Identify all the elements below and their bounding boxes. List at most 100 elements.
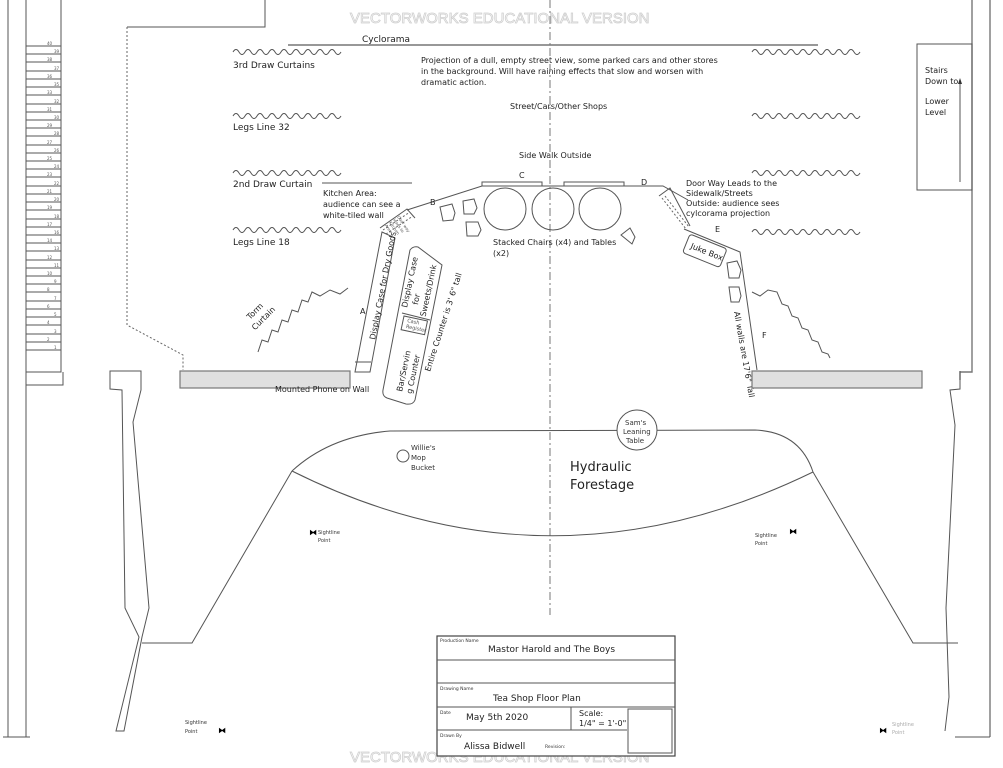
sightline-label: Sightline [318,530,340,536]
dry-goods-label: Display Case for Dry Goods [368,231,398,340]
house-wall-left [109,370,150,732]
arrow-up-icon [958,78,962,84]
third-draw-curtains-label: 3rd Draw Curtains [233,61,315,71]
sidewalk-label: Side Walk Outside [519,151,592,160]
production-name-label: Production Name [440,638,479,644]
juke-box: Juke Box [682,234,742,303]
ruler-number: 1 [54,345,57,350]
projection-note-line: in the background. Will have raining eff… [421,67,703,76]
revision-label: Revision: [545,744,565,750]
stairs-label: Level [925,108,946,117]
sightline-icon: ⧓ [879,726,887,735]
sightline-point: ⧓ Sightline Point [879,722,914,736]
ruler-number: 4 [47,320,50,325]
ruler-number: 24 [54,164,60,169]
curtain-wave-right [751,49,861,55]
letter-e: E [715,225,720,234]
kitchen-note-line: audience can see a [323,200,401,209]
mop-bucket-label: Willie's [411,444,436,452]
proscenium-wall-left [179,370,351,389]
curtain-wave-right [751,113,861,119]
letter-a: A [360,307,366,316]
torm-curtain-right [751,289,831,359]
second-draw-curtain-label: 2nd Draw Curtain [233,180,312,190]
sightline-label: Point [892,730,904,736]
sightline-label: Sightline [185,720,207,726]
drawing-name-label: Drawing Name [440,686,474,692]
house-wall-right [944,371,961,732]
chair [439,203,456,222]
title-block: Production Name Mastor Harold and The Bo… [436,635,676,757]
kitchen-note-line: white-tiled wall [323,211,384,220]
street-label: Street/Cars/Other Shops [510,102,607,111]
sightline-label: Point [185,729,197,735]
ruler-number: 8 [47,287,50,292]
line-set-ruler: 4039383736353332313029282726252423222120… [3,0,64,738]
ruler-number: 21 [47,189,53,194]
forestage-label-line: Hydraulic [570,460,632,475]
ruler-number: 40 [47,41,53,46]
ruler-number: 28 [54,131,60,136]
projection-note-line: dramatic action. [421,78,486,87]
proscenium-wall-right [751,370,923,389]
ruler-number: 35 [54,82,60,87]
ruler-number: 31 [47,107,53,112]
stacked-chairs-label: Stacked Chairs (x4) and Tables [493,238,616,247]
mop-bucket-label: Bucket [411,464,435,472]
curtain-wave-left [232,113,342,119]
phone-label: Mounted Phone on Wall [275,385,369,394]
scale-value: 1/4" = 1'-0" [579,719,626,728]
legs-line-18-label: Legs Line 18 [233,238,290,248]
ruler-number: 23 [47,172,53,177]
sams-table-label: Sam's [625,419,646,427]
sams-leaning-table: Sam's Leaning Table [616,409,658,451]
table [578,187,622,231]
ruler-number: 39 [54,49,60,54]
sightline-icon: ⧓ [218,726,226,735]
chair [465,221,482,237]
stairs-box: Stairs Down to Lower Level [916,43,973,191]
ruler-number: 7 [54,296,57,301]
curtain-wave-right [751,229,861,235]
ruler-number: 17 [47,222,53,227]
projection-note: Projection of a dull, empty street view,… [421,56,718,87]
date-label: Date [440,710,451,716]
legs-line-32-label: Legs Line 32 [233,123,290,133]
sightline-point: ⧓ Sightline Point [185,720,226,735]
sightline-point: ⧓ Sightline Point [309,528,340,544]
curtain-wave-right [751,170,861,176]
ruler-number: 16 [54,230,60,235]
stairs-label: Stairs [925,66,948,75]
ruler-number: 26 [54,148,60,153]
kitchen-note-line: Kitchen Area: [323,189,377,198]
forestage-label-line: Forestage [570,478,634,493]
ruler-number: 5 [54,312,57,317]
ruler-number: 19 [47,205,53,210]
ruler-number: 25 [47,156,53,161]
ruler-number: 22 [54,181,60,186]
ruler-number: 37 [54,66,60,71]
chair [620,227,636,245]
ruler-number: 10 [47,271,53,276]
letter-c: C [519,171,525,180]
cash-register-label: Register [405,324,427,334]
drawing-name: Tea Shop Floor Plan [492,694,581,704]
door-note-line: cylcorama projection [686,209,770,218]
mop-bucket: Willie's Mop Bucket [396,444,436,472]
stairs-label: Down to [925,77,958,86]
ruler-number: 20 [54,197,60,202]
chair [726,260,742,279]
drawn-by-label: Drawn By [440,733,462,739]
curtain-wave-left [232,227,342,233]
door-note-line: Door Way Leads to the [686,179,777,188]
scale-label: Scale: [579,709,603,718]
letter-b: B [430,198,436,207]
sweets-case-label: Sweets/Drink [419,264,439,318]
sightline-label: Sightline [755,533,777,539]
sams-table-label: Table [625,437,644,445]
ruler-number: 11 [54,263,60,268]
curtain-wave-left [232,170,342,176]
ruler-number: 27 [47,140,53,145]
sams-table-label: Leaning [623,428,651,436]
forestage-label: Hydraulic Forestage [570,460,634,493]
